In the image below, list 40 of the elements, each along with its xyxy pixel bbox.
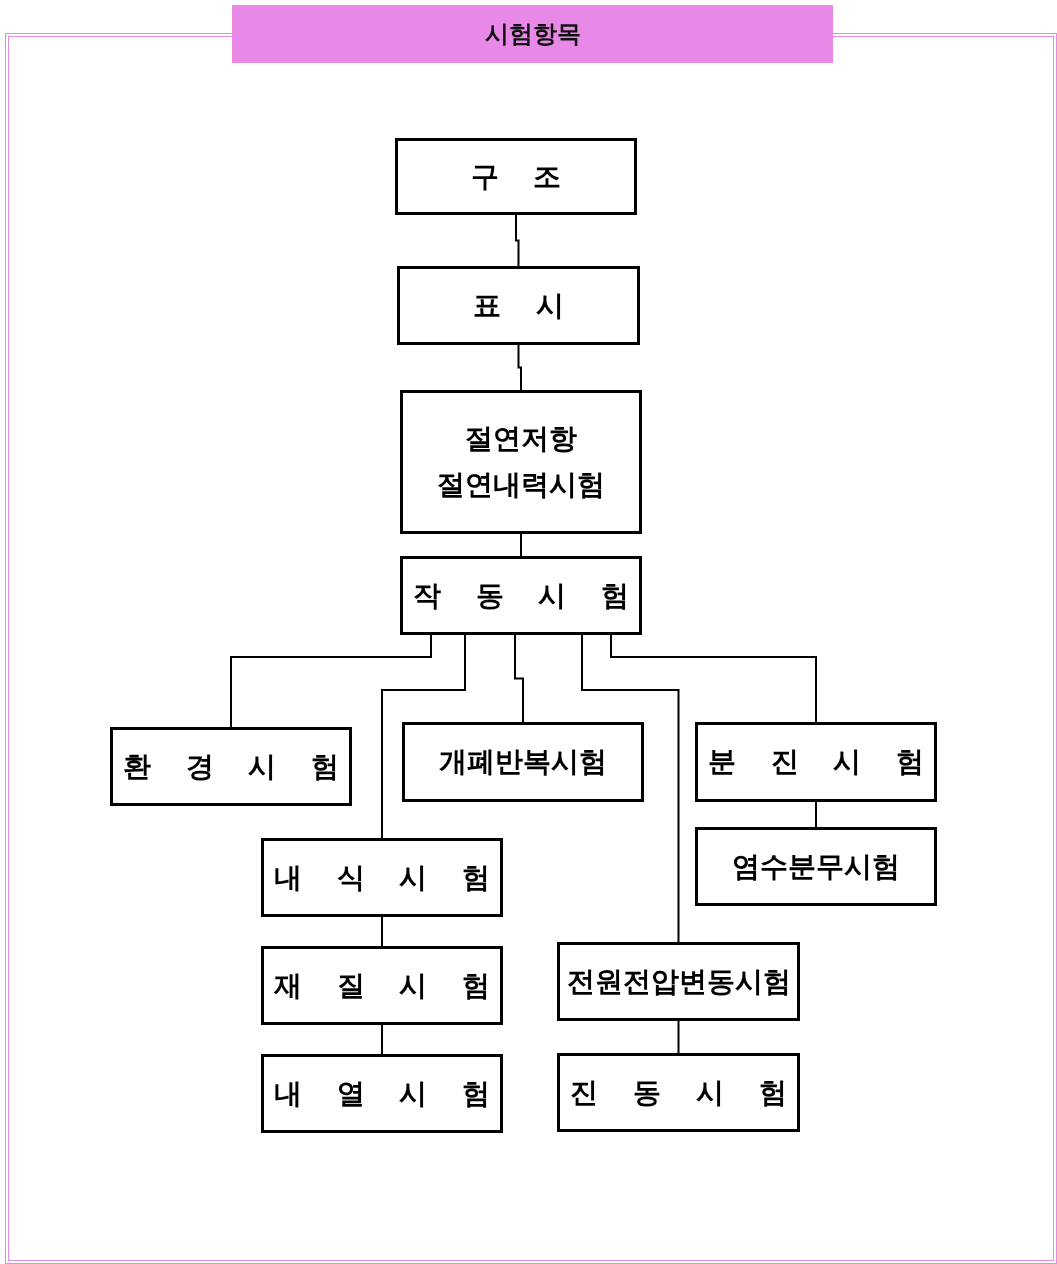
process-box — [400, 390, 642, 534]
process-box — [402, 722, 644, 802]
box-label: 작 동 시 험 — [412, 577, 630, 614]
box-label: 절연내력시험 — [437, 467, 605, 503]
connector-line — [610, 634, 817, 723]
connector-line — [520, 533, 522, 557]
connector-line — [815, 801, 817, 828]
box-label: 내 열 시 험 — [273, 1075, 491, 1112]
box-label: 구 조 — [470, 158, 562, 195]
process-box — [110, 727, 352, 806]
process-box — [261, 1054, 503, 1133]
process-box — [261, 838, 503, 917]
connector-line — [230, 634, 432, 728]
box-label: 개폐반복시험 — [439, 744, 607, 780]
connector-line — [677, 1020, 680, 1054]
box-label: 표 시 — [473, 287, 564, 324]
connector-line — [514, 634, 524, 723]
process-box — [400, 556, 642, 635]
box-label: 절연저항 — [465, 421, 577, 457]
process-box — [397, 266, 640, 345]
connector-line — [381, 634, 466, 839]
box-label: 환 경 시 험 — [122, 748, 340, 785]
process-box — [695, 722, 937, 802]
box-label: 전원전압변동시험 — [566, 963, 791, 1000]
process-box — [395, 138, 637, 215]
box-label: 재 질 시 험 — [273, 967, 491, 1004]
box-label: 분 진 시 험 — [707, 744, 925, 780]
connector-line — [581, 634, 680, 943]
box-label: 내 식 시 험 — [273, 859, 491, 896]
connector-line — [381, 916, 383, 947]
connector-line — [381, 1024, 383, 1055]
process-box — [261, 946, 503, 1025]
process-box — [695, 827, 937, 906]
connector-line — [517, 344, 522, 391]
process-box — [557, 1053, 800, 1132]
connector-line — [515, 214, 520, 267]
process-box — [557, 942, 800, 1021]
title-banner: 시험항목 — [232, 5, 833, 63]
box-label: 염수분무시험 — [732, 848, 900, 885]
box-label: 진 동 시 험 — [570, 1074, 787, 1111]
